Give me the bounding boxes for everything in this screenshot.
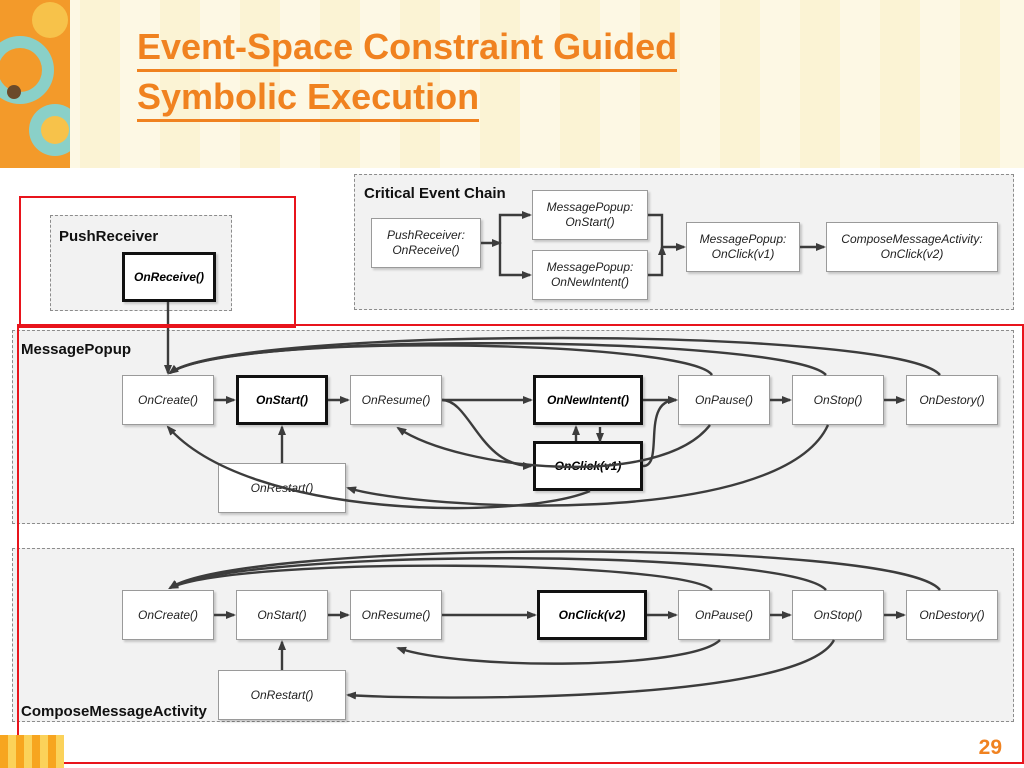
highlight-box-pushreceiver — [19, 196, 296, 328]
messagepopup-title: MessagePopup — [21, 341, 132, 358]
mp-ondestory-node: OnDestory() — [906, 375, 998, 425]
cm-onrestart-node: OnRestart() — [218, 670, 346, 720]
slide-title: Event-Space Constraint Guided Symbolic E… — [137, 22, 678, 122]
pushreceiver-onreceive-node: OnReceive() — [122, 252, 216, 302]
title-line-1: Event-Space Constraint Guided — [137, 25, 678, 72]
highlight-box-activities — [17, 324, 1024, 764]
decorative-footer-strip — [0, 735, 64, 768]
cm-ondestory-node: OnDestory() — [906, 590, 998, 640]
pushreceiver-title: PushReceiver — [59, 228, 159, 245]
page-number: 29 — [978, 736, 1002, 759]
mp-oncreate-node: OnCreate() — [122, 375, 214, 425]
mp-onnewintent-node: OnNewIntent() — [533, 375, 643, 425]
chain-node-pushreceiver-onreceive: PushReceiver: OnReceive() — [371, 218, 481, 268]
mp-onstop-node: OnStop() — [792, 375, 884, 425]
chain-node-messagepopup-onclick-v1: MessagePopup: OnClick(v1) — [686, 222, 800, 272]
title-line-2: Symbolic Execution — [137, 75, 480, 122]
critical-event-chain-title: Critical Event Chain — [364, 185, 506, 202]
cm-onstop-node: OnStop() — [792, 590, 884, 640]
chain-node-messagepopup-onstart: MessagePopup: OnStart() — [532, 190, 648, 240]
compose-title: ComposeMessageActivity — [21, 703, 207, 720]
cm-onclick-v2-node: OnClick(v2) — [537, 590, 647, 640]
decorative-corner-art — [0, 0, 70, 170]
cm-oncreate-node: OnCreate() — [122, 590, 214, 640]
cm-onstart-node: OnStart() — [236, 590, 328, 640]
chain-node-messagepopup-onnewintent: MessagePopup: OnNewIntent() — [532, 250, 648, 300]
mp-onstart-node: OnStart() — [236, 375, 328, 425]
chain-node-compose-onclick-v2: ComposeMessageActivity: OnClick(v2) — [826, 222, 998, 272]
